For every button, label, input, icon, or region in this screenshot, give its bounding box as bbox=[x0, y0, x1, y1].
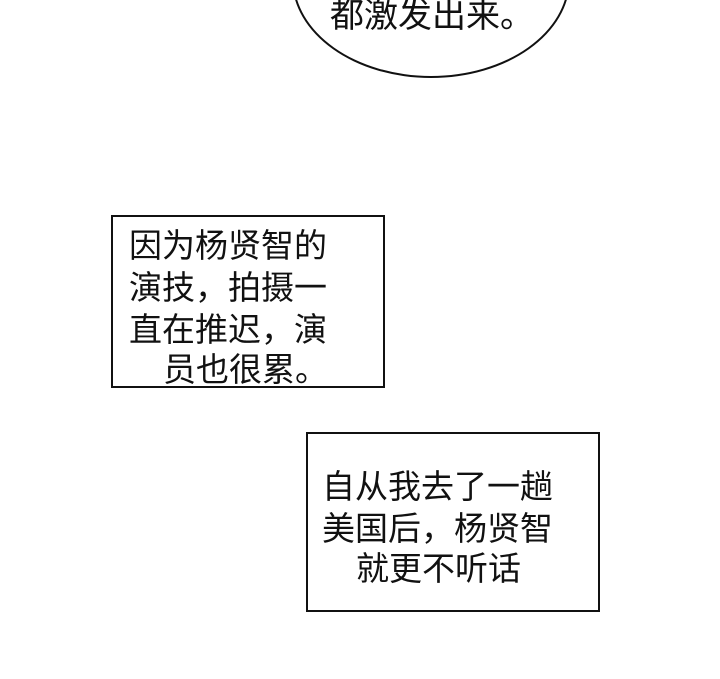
caption-line: 直在推迟，演 bbox=[129, 310, 327, 349]
caption-line: 因为杨贤智的 bbox=[129, 226, 327, 265]
caption-line: 自从我去了一趟 bbox=[322, 467, 553, 506]
caption-box-2: 自从我去了一趟 美国后，杨贤智 就更不听话 bbox=[306, 432, 600, 612]
caption-line: 就更不听话 bbox=[356, 549, 521, 588]
caption-line: 演技，拍摄一 bbox=[129, 268, 327, 307]
speech-bubble-text: 都激发出来。 bbox=[330, 0, 534, 36]
caption-box-1: 因为杨贤智的 演技，拍摄一 直在推迟，演 员也很累。 bbox=[111, 215, 385, 389]
caption-line: 美国后，杨贤智 bbox=[322, 509, 553, 548]
caption-line: 员也很累。 bbox=[163, 350, 328, 389]
